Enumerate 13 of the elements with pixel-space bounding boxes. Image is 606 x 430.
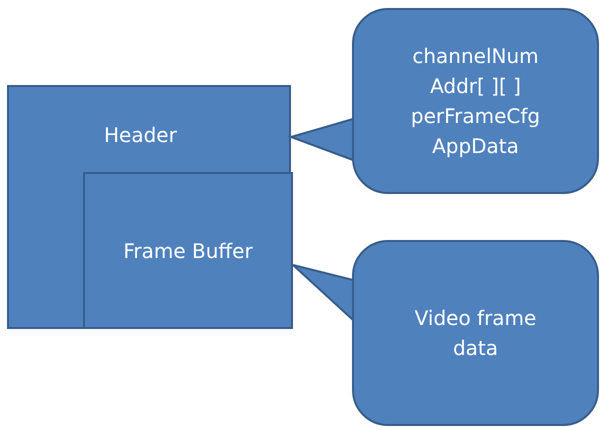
callout-pointer — [292, 264, 354, 322]
inner-box — [83, 172, 293, 329]
node-label: AppData — [432, 133, 519, 160]
callout-pointer — [288, 118, 354, 162]
node-label: Header — [104, 122, 177, 149]
node-label: Frame Buffer — [123, 238, 253, 264]
node-label: Video frame data — [414, 305, 538, 362]
container-box — [7, 85, 291, 329]
node-label: channelNum — [412, 43, 539, 70]
node-label: perFrameCfg — [410, 103, 540, 130]
callout-bubble — [352, 240, 599, 426]
callout-bubble — [352, 8, 599, 194]
node-label: Addr[ ][ ] — [430, 73, 521, 100]
